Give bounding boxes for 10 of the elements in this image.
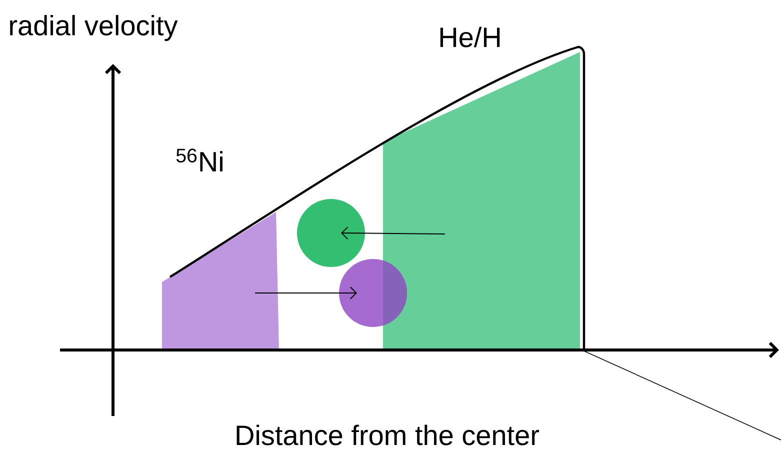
ball xyxy=(339,259,407,327)
region-label: $^{56}$Ni xyxy=(176,148,222,172)
shaded-region xyxy=(162,212,279,350)
axis-label: Distance from the center xyxy=(236,424,539,446)
region-label: He/H xyxy=(440,26,500,48)
ball xyxy=(297,199,365,267)
arrow xyxy=(341,226,446,240)
arrow xyxy=(254,286,357,300)
axis-label: radial velocity xyxy=(10,14,178,42)
shaded-region xyxy=(383,52,580,350)
